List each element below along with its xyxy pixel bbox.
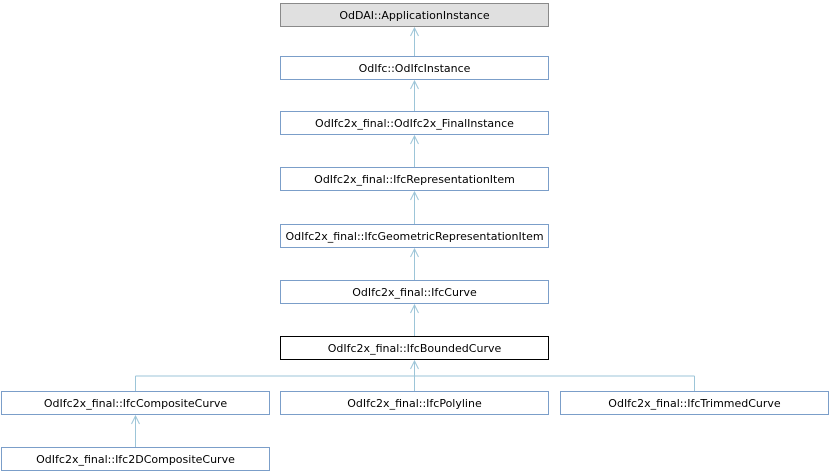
inheritance-edges — [136, 28, 695, 447]
node-ifc2x-final-instance[interactable]: OdIfc2x_final::OdIfc2x_FinalInstance — [280, 111, 549, 135]
node-ifc-instance[interactable]: OdIfc::OdIfcInstance — [280, 56, 549, 80]
node-ifc-trimmed-curve[interactable]: OdIfc2x_final::IfcTrimmedCurve — [560, 391, 829, 415]
node-ifc-representation-item[interactable]: OdIfc2x_final::IfcRepresentationItem — [280, 167, 549, 191]
node-ifc-polyline[interactable]: OdIfc2x_final::IfcPolyline — [280, 391, 549, 415]
node-ifc-2d-composite-curve[interactable]: OdIfc2x_final::Ifc2DCompositeCurve — [1, 447, 270, 471]
node-ifc-curve[interactable]: OdIfc2x_final::IfcCurve — [280, 280, 549, 304]
node-ifc-composite-curve[interactable]: OdIfc2x_final::IfcCompositeCurve — [1, 391, 270, 415]
node-application-instance[interactable]: OdDAI::ApplicationInstance — [280, 3, 549, 27]
node-ifc-bounded-curve-current: OdIfc2x_final::IfcBoundedCurve — [280, 336, 549, 360]
node-ifc-geometric-representation-item[interactable]: OdIfc2x_final::IfcGeometricRepresentatio… — [280, 224, 549, 248]
